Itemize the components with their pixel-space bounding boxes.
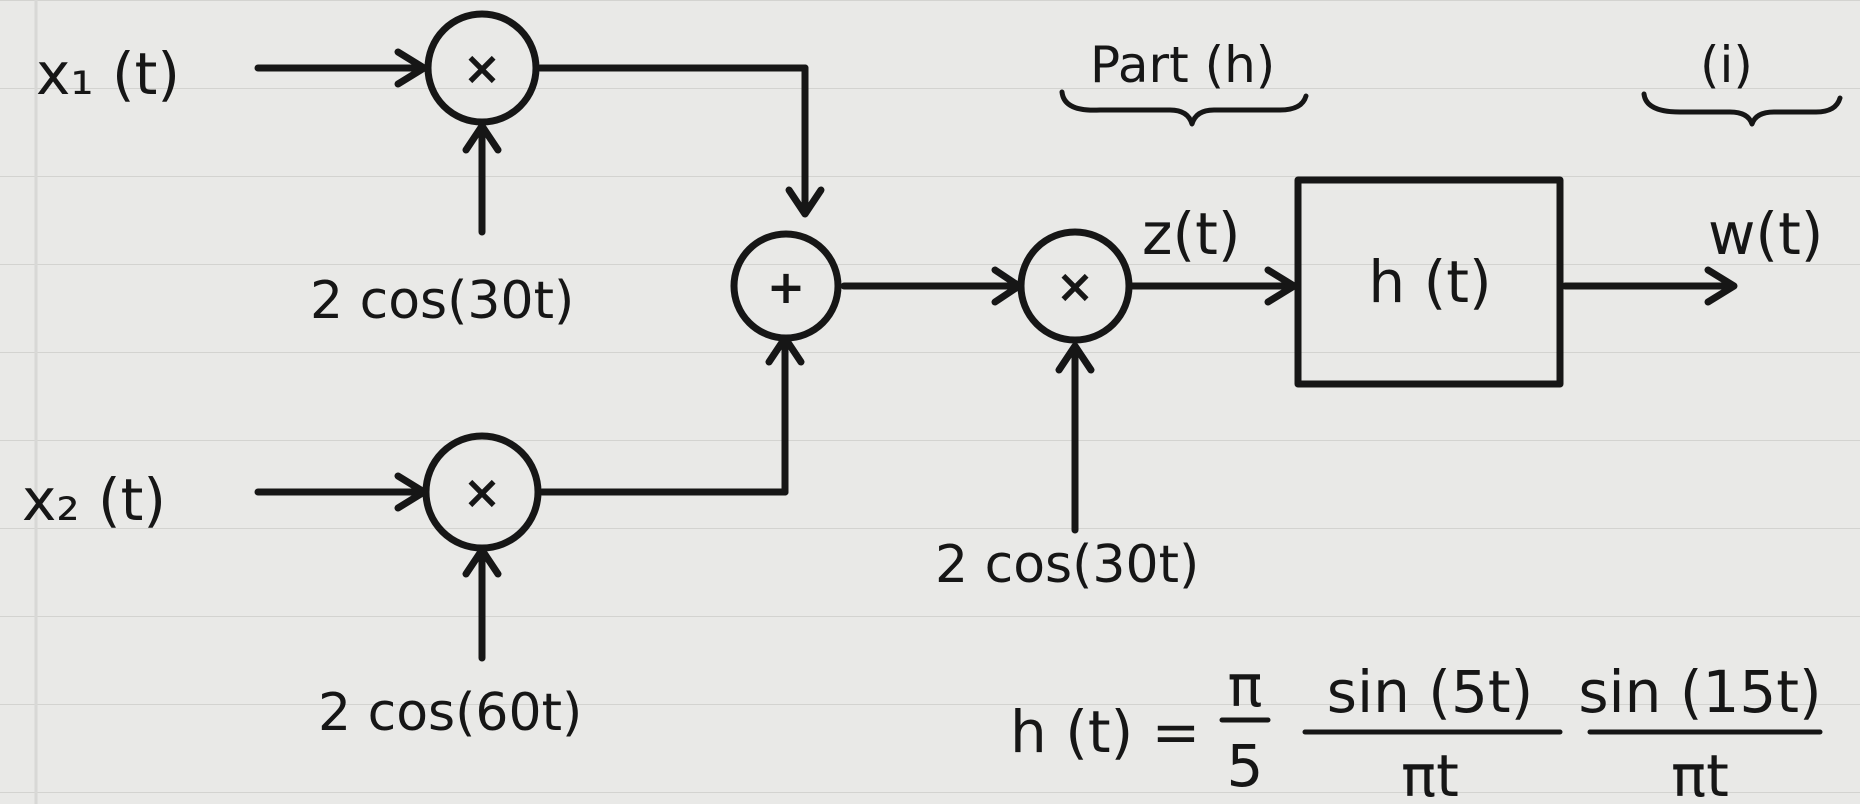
multiplier-1-circle: [424, 10, 540, 126]
part-h-brace: [1059, 89, 1309, 127]
multiplier-3-circle: [1017, 228, 1133, 344]
arrow-output: [1704, 266, 1738, 306]
multiplier-2: ×: [422, 432, 542, 552]
carrier-3-label: 2 cos(30t): [935, 535, 1199, 595]
filter-block: h (t): [1294, 176, 1564, 388]
equation-coef-denominator: 5: [1227, 732, 1264, 800]
part-i-brace: [1641, 91, 1843, 127]
arrow-into-filter: [1264, 266, 1298, 306]
adder-circle: [730, 230, 842, 342]
z-signal-label: z(t): [1142, 200, 1240, 268]
multiplier-3: ×: [1017, 228, 1133, 344]
input-x2-label: x₂ (t): [22, 466, 166, 534]
equation-frac1-denominator: πt: [1401, 742, 1459, 804]
signal-lines: [254, 64, 1736, 662]
carrier-1-label: 2 cos(30t): [310, 271, 574, 331]
impulse-response-equation: h (t) = π 5 sin (5t) πt sin (15t) πt: [1010, 652, 1823, 804]
carrier-2-label: 2 cos(60t): [318, 683, 582, 743]
multiplier-3-symbol: ×: [1056, 259, 1095, 313]
arrow-into-mult1: [394, 48, 428, 88]
equation-frac2-numerator: sin (15t): [1578, 658, 1821, 726]
input-x1-label: x₁ (t): [36, 40, 180, 108]
multiplier-1-symbol: ×: [463, 41, 502, 95]
arrow-carrier1: [462, 122, 502, 154]
multiplier-1: ×: [424, 10, 540, 126]
output-w-label: w(t): [1708, 200, 1823, 268]
filter-box: [1294, 176, 1564, 388]
arrow-carrier3: [1055, 342, 1095, 374]
part-h-label: Part (h): [1090, 36, 1275, 94]
equation-coef-numerator: π: [1228, 652, 1263, 720]
part-i-heading: (i): [1641, 36, 1843, 127]
multiplier-2-circle: [422, 432, 542, 552]
part-h-heading: Part (h): [1059, 36, 1309, 127]
adder: +: [730, 230, 842, 342]
adder-symbol: +: [767, 260, 806, 314]
multiplier-2-symbol: ×: [463, 465, 502, 519]
part-i-label: (i): [1700, 36, 1753, 94]
equation-frac1-numerator: sin (5t): [1327, 658, 1533, 726]
equation-frac2-denominator: πt: [1671, 742, 1729, 804]
equation-lhs: h (t) =: [1010, 698, 1200, 766]
arrow-into-adder-top: [785, 186, 825, 218]
filter-label: h (t): [1368, 248, 1491, 316]
